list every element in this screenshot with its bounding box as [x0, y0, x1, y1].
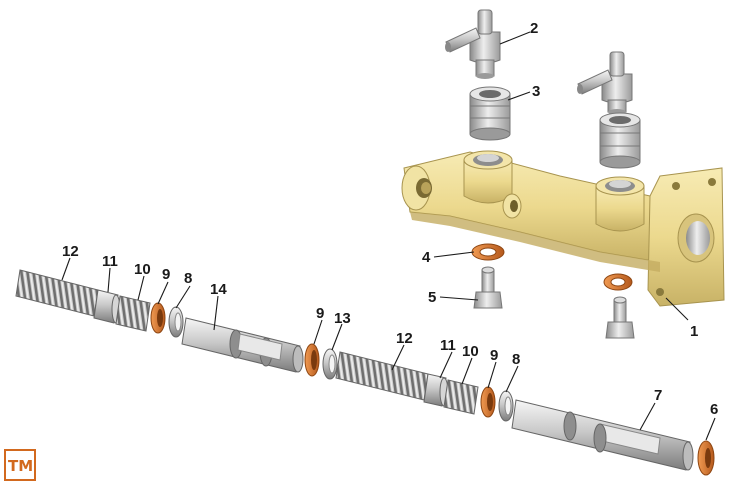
secondary-piston [511, 399, 694, 471]
callout-8-right: 8 [512, 351, 520, 368]
callout-8-left: 8 [184, 270, 192, 287]
spring-cup-1 [93, 289, 121, 324]
callout-1: 1 [690, 323, 698, 340]
spacer-ring-2 [498, 390, 514, 422]
callout-3: 3 [532, 83, 540, 100]
logo-text: TM [8, 457, 33, 475]
rubber-grommet-2 [599, 112, 641, 169]
callout-14: 14 [210, 281, 227, 298]
callout-13: 13 [334, 310, 351, 327]
return-spring-1 [15, 269, 99, 317]
callout-5: 5 [428, 289, 436, 306]
callout-12-middle: 12 [396, 330, 413, 347]
copper-washer-2 [603, 273, 633, 291]
o-ring-seal-6 [697, 440, 715, 476]
callout-9-middle: 9 [316, 305, 324, 322]
seal-support-2 [443, 379, 479, 415]
callout-11-middle: 11 [440, 337, 456, 354]
spacer-ring-13 [322, 348, 338, 380]
callout-4: 4 [422, 249, 431, 266]
o-ring-seal-2 [304, 343, 320, 377]
o-ring-seal-1 [150, 302, 166, 334]
return-spring-2 [335, 351, 429, 401]
callout-7: 7 [654, 387, 662, 404]
primary-piston [181, 317, 304, 373]
callout-2: 2 [530, 20, 538, 37]
stop-bolt-1 [473, 266, 503, 309]
o-ring-seal-3 [480, 386, 496, 418]
callout-6: 6 [710, 401, 718, 418]
copper-washer-1 [471, 243, 505, 261]
reservoir-fitting-1 [445, 9, 501, 79]
stop-bolt-2 [605, 296, 635, 339]
master-cylinder-housing [401, 150, 725, 307]
leader-lines [61, 31, 716, 441]
callout-10-middle: 10 [462, 343, 479, 360]
spacer-ring-1 [168, 306, 184, 338]
callout-9-left: 9 [162, 266, 170, 283]
callout-9-right: 9 [490, 347, 498, 364]
rubber-grommet-1 [469, 86, 511, 141]
seal-support-1 [115, 295, 151, 332]
reservoir-fitting-2 [577, 51, 633, 115]
publisher-logo: TM [4, 449, 36, 481]
callout-12-left: 12 [62, 243, 79, 260]
callout-10-left: 10 [134, 261, 151, 278]
callout-11-left: 11 [102, 253, 118, 270]
